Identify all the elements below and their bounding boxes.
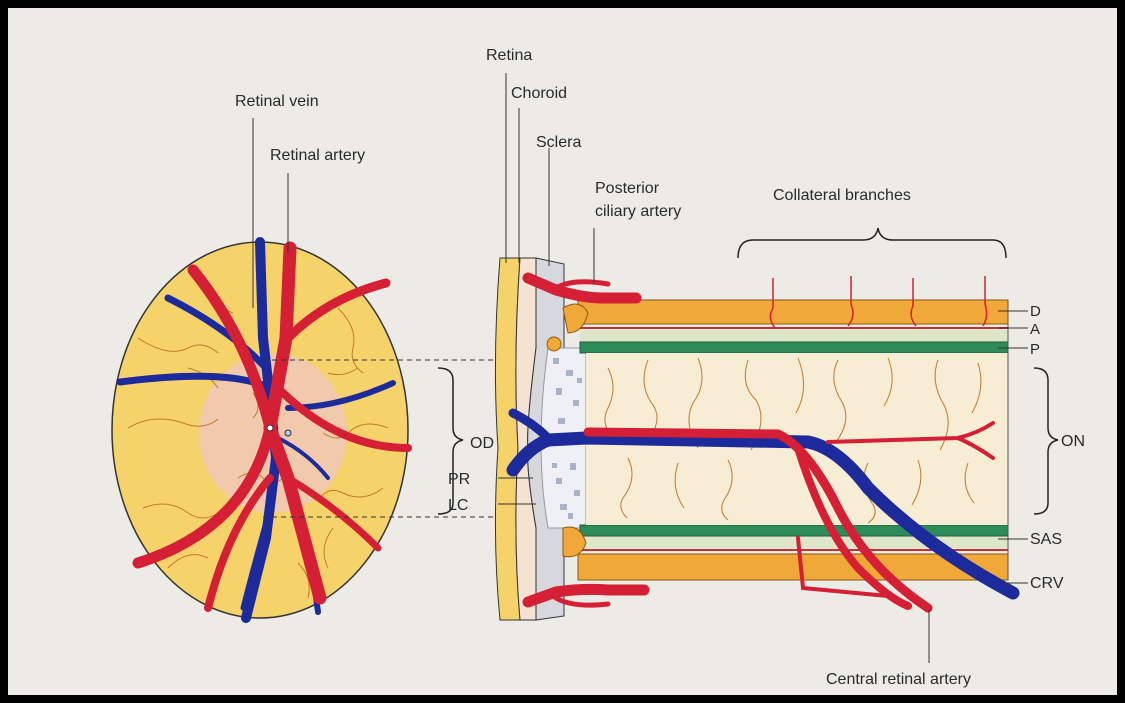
central-retinal-artery-label: Central retinal artery — [826, 671, 971, 688]
disc-vessel-origin-artery — [267, 425, 273, 431]
od-label: OD — [470, 435, 494, 452]
retinal-vein-label: Retinal vein — [235, 93, 319, 110]
sclera-label: Sclera — [536, 134, 581, 151]
on-bracket — [1034, 368, 1058, 514]
diagram-frame: Retina Choroid Sclera Retinal vein Retin… — [8, 8, 1117, 695]
disc-vessel-origin-vein — [285, 430, 291, 436]
crv-label: CRV — [1030, 575, 1064, 592]
p-label: P — [1030, 341, 1040, 358]
optic-disc-fundus-view — [112, 118, 408, 618]
lc-label: LC — [448, 497, 468, 514]
collateral-branches-label: Collateral branches — [773, 187, 911, 204]
posterior-ciliary-artery-label-line2: ciliary artery — [595, 203, 681, 220]
sas-label: SAS — [1030, 531, 1062, 548]
d-label: D — [1030, 303, 1041, 320]
posterior-ciliary-artery-label-line1: Posterior — [595, 180, 660, 197]
retina-label: Retina — [486, 47, 532, 64]
collateral-branches-bracket — [738, 228, 1006, 258]
pia-lower — [580, 525, 1008, 536]
optic-nerve-diagram: Retina Choroid Sclera Retinal vein Retin… — [8, 8, 1117, 695]
od-bracket — [438, 368, 463, 514]
dura-upper — [578, 300, 1008, 324]
optic-nerve-section — [495, 73, 1058, 663]
choroid-label: Choroid — [511, 85, 567, 102]
pr-label: PR — [448, 471, 470, 488]
on-label: ON — [1061, 433, 1085, 450]
pia-upper — [580, 342, 1008, 353]
retinal-artery-label: Retinal artery — [270, 147, 365, 164]
a-label: A — [1030, 321, 1040, 338]
sas-upper — [580, 330, 1008, 342]
